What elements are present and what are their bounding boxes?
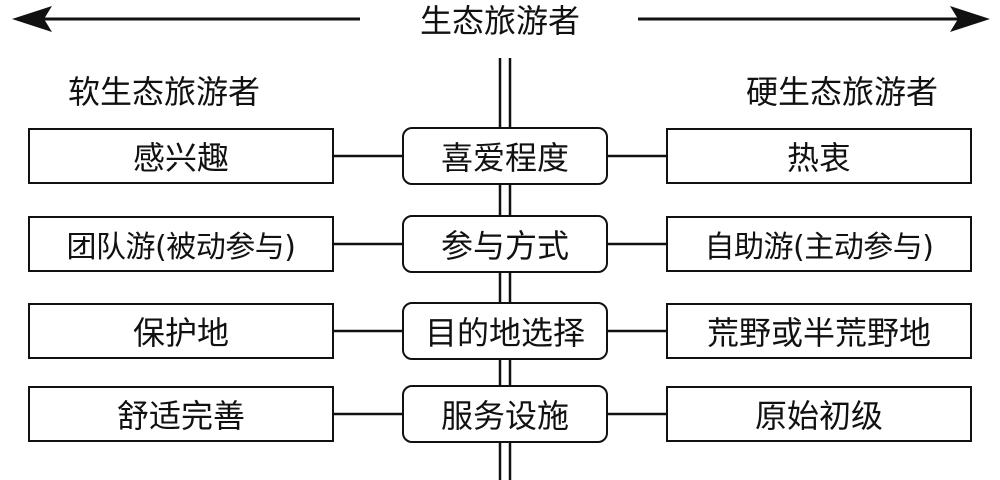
row-connectors [334, 154, 666, 416]
left-arrow [12, 6, 360, 32]
left-heading: 软生态旅游者 [68, 73, 261, 111]
right-arrow [606, 6, 990, 32]
right-box-destination: 荒野或半荒野地 [666, 303, 972, 359]
right-heading: 硬生态旅游者 [745, 73, 938, 111]
right-box-interest: 热衷 [666, 128, 972, 184]
right-box-participation: 自助游(主动参与) [666, 216, 972, 272]
center-box-preference: 喜爱程度 [402, 127, 608, 185]
center-box-destination: 目的地选择 [402, 302, 608, 360]
left-box-interest: 感兴趣 [28, 128, 334, 184]
left-box-destination: 保护地 [28, 303, 334, 359]
diagram-title: 生态旅游者 [362, 0, 638, 40]
left-box-participation: 团队游(被动参与) [28, 216, 334, 272]
left-box-facilities: 舒适完善 [28, 386, 334, 442]
center-box-facilities: 服务设施 [402, 385, 608, 443]
center-box-participation: 参与方式 [402, 215, 608, 273]
right-box-facilities: 原始初级 [666, 386, 972, 442]
